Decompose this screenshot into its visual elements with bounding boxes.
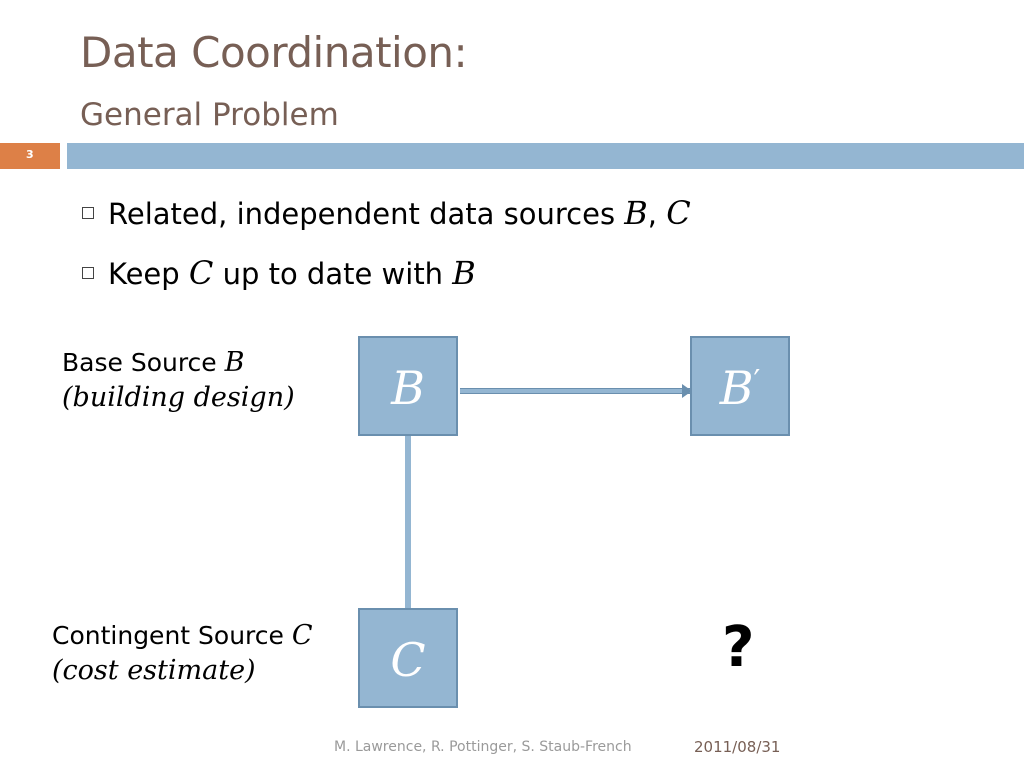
square-bullet-icon [82, 207, 94, 219]
node-c: C [358, 608, 458, 708]
base-source-text: Base Source [62, 348, 225, 377]
header-rule [67, 143, 1024, 169]
slide-number-bar [0, 143, 60, 169]
bullet-text: up to date with [213, 257, 453, 291]
bullet-item: Keep C up to date with B [82, 250, 691, 310]
bullet-text: Keep [108, 257, 189, 291]
slide-subtitle: General Problem [80, 97, 339, 133]
node-b-prime: B′ [690, 336, 790, 436]
base-source-description: (building design) [62, 382, 295, 414]
square-bullet-icon [82, 267, 94, 279]
dependency-connector [405, 436, 411, 608]
bullet-item: Related, independent data sources B, C [82, 190, 691, 250]
node-b-prime-label: B [719, 361, 754, 415]
question-mark: ? [722, 615, 755, 680]
math-variable: C [666, 194, 691, 232]
bullet-text: Related, independent data sources [108, 197, 625, 231]
contingent-source-label: Contingent Source C (cost estimate) [52, 618, 313, 688]
base-source-label: Base Source B (building design) [62, 345, 295, 415]
slide-number: 3 [26, 148, 34, 161]
arrow-head-icon [682, 384, 692, 398]
footer-date: 2011/08/31 [694, 738, 781, 756]
math-variable: C [291, 620, 313, 651]
contingent-source-description: (cost estimate) [52, 655, 256, 687]
node-b-label: B [391, 361, 425, 415]
bullet-separator: , [647, 197, 667, 231]
node-c-label: C [390, 633, 426, 687]
node-b: B [358, 336, 458, 436]
math-variable: B [224, 347, 245, 378]
math-variable: B [624, 194, 648, 232]
prime-mark: ′ [753, 364, 761, 399]
math-variable: B [452, 254, 476, 292]
footer-authors: M. Lawrence, R. Pottinger, S. Staub-Fren… [334, 739, 632, 755]
contingent-source-text: Contingent Source [52, 621, 292, 650]
slide-title: Data Coordination: [80, 28, 468, 77]
math-variable: C [188, 254, 214, 292]
bullet-list: Related, independent data sources B, C K… [82, 190, 691, 310]
update-arrow-line [460, 388, 690, 394]
